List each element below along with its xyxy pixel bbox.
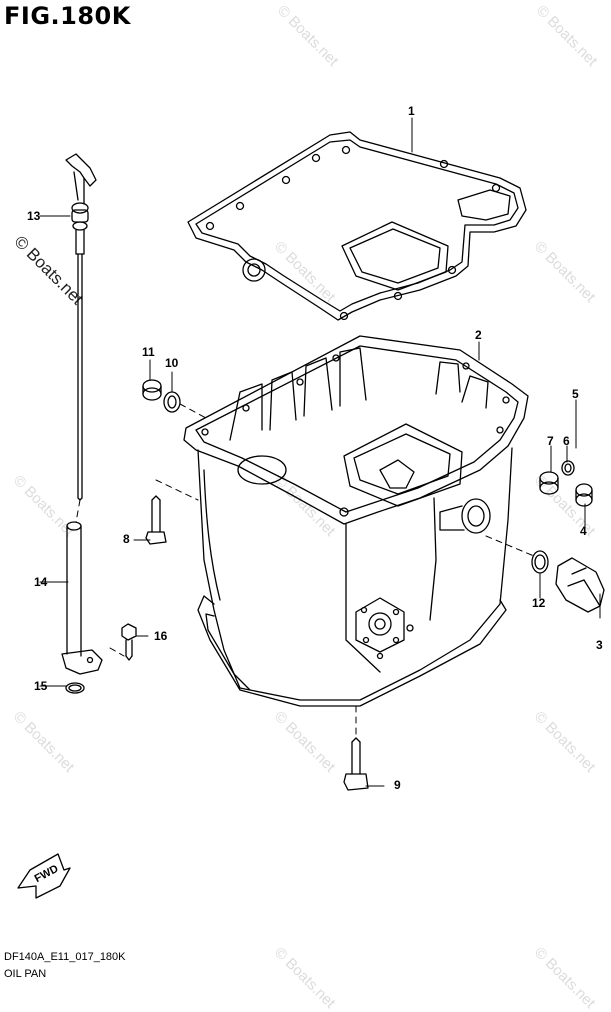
callout-5: 5: [572, 387, 579, 401]
plug-7: [539, 471, 559, 495]
callout-12: 12: [532, 596, 546, 610]
o-ring-15-inner: [68, 684, 82, 692]
callout-8: 8: [123, 532, 130, 546]
callout-7: 7: [547, 434, 554, 448]
diagram-drawing: [17, 117, 605, 899]
o-ring-12: [531, 550, 549, 574]
o-ring-12-inner: [534, 554, 546, 570]
callout-15: 15: [34, 679, 48, 693]
callout-1: 1: [408, 104, 415, 118]
bolt-9: [343, 737, 369, 791]
callout-6: 6: [563, 434, 570, 448]
callout-9: 9: [394, 778, 401, 792]
callout-3: 3: [596, 638, 603, 652]
oil-pan-outline: [183, 335, 529, 707]
leader-lines: [39, 117, 601, 787]
o-ring-6: [561, 460, 575, 476]
figure-code: DF140A_E11_017_180K: [4, 951, 126, 963]
figure-caption: OIL PAN: [4, 968, 47, 980]
gasket-outline: [187, 131, 527, 321]
callout-13: 13: [27, 209, 41, 223]
dipstick-guide: [61, 521, 103, 675]
callout-2: 2: [475, 328, 482, 342]
plug-11: [142, 379, 162, 401]
o-ring-6-inner: [564, 463, 572, 473]
dipstick: [65, 153, 97, 501]
figure-title: FIG.180K: [4, 2, 131, 30]
bolt-8: [145, 495, 167, 545]
gasket-10: [163, 391, 181, 413]
parts-diagram: FIG.180K © Boats.net © Boats.net © Boats…: [4, 2, 605, 1012]
drain-plug-3: [555, 557, 605, 613]
fwd-arrow-icon: [17, 853, 71, 899]
callout-14: 14: [34, 575, 48, 589]
gasket-10-inner: [167, 395, 177, 409]
callout-10: 10: [165, 356, 179, 370]
callout-16: 16: [154, 629, 168, 643]
bolt-16: [121, 623, 137, 661]
o-ring-15: [65, 682, 85, 694]
cap-4: [575, 483, 593, 507]
callout-4: 4: [580, 524, 587, 538]
callout-11: 11: [142, 345, 155, 359]
